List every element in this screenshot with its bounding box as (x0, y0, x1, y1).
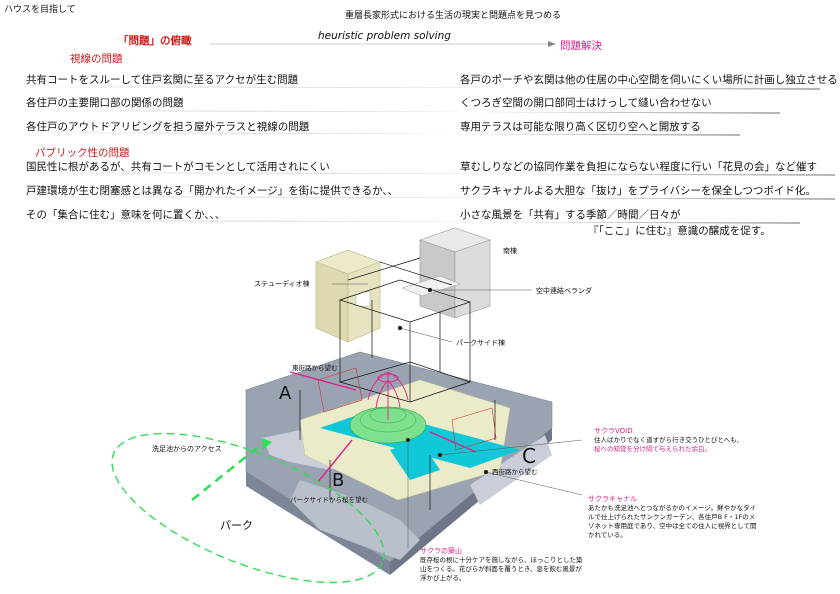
studio-block (315, 249, 381, 343)
solution-heading: 問題解決 (560, 40, 602, 52)
section-title-sightline: 視線の問題 (70, 53, 123, 65)
annotation-body: 既存桜の根に十分ケアを施しながら、ほっこりとした築山をつくる。花びらが斜面を覆う… (420, 556, 583, 582)
parkside-block-wireframe (299, 257, 496, 510)
closing-line: 『「ここ」に住む』意識の醸成を促す。 (588, 225, 771, 237)
view-arrows (289, 371, 477, 483)
annotation-sakura-canal: サクラキャナル あたかも洗足池へとつながるかのイメージ。鮮やかなタイルで仕上げら… (588, 494, 758, 540)
solution-row: 専用テラスは可能な限り高く区切り空へと開放する (460, 121, 701, 133)
marker-b: B (332, 470, 345, 491)
label-parkside-block: パークサイド棟 (456, 339, 505, 347)
problem-overview-heading: 「問題」の俯瞰 (118, 35, 192, 47)
solution-row: 各戸のポーチや玄関は他の住居の中心空間を伺いにくい場所に計画し独立させる (460, 74, 838, 86)
label-studio-block: ステューディオ棟 (254, 280, 310, 288)
header-title: 重層長家形式における生活の現実と問題点を見つめる (345, 11, 562, 21)
site-diagram (111, 227, 583, 584)
label-west-view: 西街路から望む (492, 468, 538, 476)
label-access: 洗足池からのアクセス (152, 445, 222, 453)
problem-row: 国民性に根があるが、共有コートがコモンとして活用されにくい (26, 161, 330, 173)
annotation-sakura-mound: サクラの築山 既存桜の根に十分ケアを施しながら、ほっこりとした築山をつくる。花び… (420, 546, 588, 583)
row-arrows (20, 85, 835, 224)
annotation-highlight: 桜への知覚を分け隔て与えられた余白。 (594, 445, 711, 453)
solution-row: 小さな風景を「共有」する季節／時間／日々が (460, 209, 681, 221)
sakura-tree (367, 371, 409, 420)
label-park: パーク (220, 519, 253, 532)
solution-row: 草むしりなどの協同作業を負担にならない程度に行い「花見の会」など催す (460, 161, 817, 173)
heuristic-label: heuristic problem solving (318, 30, 451, 42)
red-outlines (317, 367, 497, 451)
solution-row: サクラキャナルよる大胆な「抜け」をプライバシーを保全しつつボイド化。 (460, 185, 816, 197)
annotation-body: あたかも洗足池へとつながるかのイメージ。鮮やかなタイルで仕上げられたサンクンガー… (588, 504, 757, 539)
section-title-public: パブリック性の問題 (35, 147, 130, 159)
label-park-view: パークサイドから桜を望む (290, 496, 368, 504)
label-east-view: 東街路から望む (292, 364, 338, 372)
annotation-title: サクラVOID (594, 427, 633, 435)
problem-row: 共有コートをスルーして住戸玄関に至るアクセが生む問題 (26, 74, 299, 86)
solution-row: くつろぎ空間の開口部同士はけっして縫い合わせない (460, 97, 712, 109)
annotation-title: サクラキャナル (588, 495, 637, 503)
annotation-body: 住人ばかりでなく道すがら行き交うひとびとへも、 (594, 436, 743, 444)
annotation-title: サクラの築山 (420, 547, 462, 555)
south-block (401, 227, 491, 319)
marker-c: C (522, 444, 536, 468)
problem-row: その「集合に住む」意味を何に置くか、、、 (26, 209, 226, 221)
header-left-text: ハウスを目指して (4, 5, 76, 15)
label-veranda: 空中連結ベランダ (536, 287, 592, 295)
problem-row: 各住戸のアウトドアリビングを担う屋外テラスと視線の問題 (26, 121, 310, 133)
annotation-sakura-void: サクラVOID 住人ばかりでなく道すがら行き交うひとびとへも、 桜への知覚を分け… (594, 426, 754, 454)
flow-arrow (210, 41, 556, 47)
marker-a: A (279, 383, 292, 404)
problem-row: 各住戸の主要開口部の関係の問題 (26, 97, 184, 109)
problem-row: 戸建環境が生む閉塞感とは異なる「開かれたイメージ」を街に提供できるか、、 (26, 185, 399, 197)
label-south-block: 南棟 (503, 247, 517, 255)
